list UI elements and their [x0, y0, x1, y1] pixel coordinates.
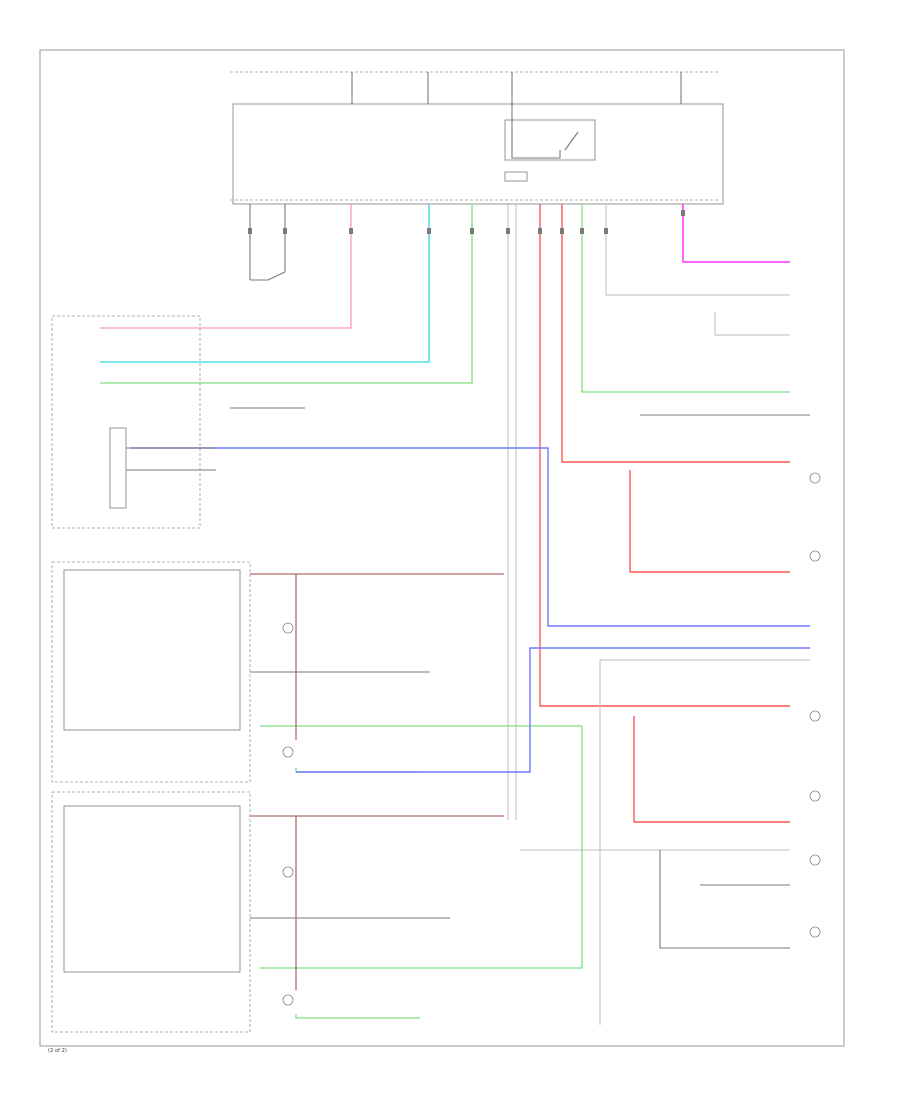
right-bulb-6 — [809, 926, 821, 938]
tail-lamp-2-bulb-b — [282, 994, 294, 1006]
right-bulb-5 — [809, 854, 821, 866]
relay-switch — [564, 131, 579, 151]
green-wire-low-2 — [295, 1014, 420, 1019]
tail-lamp-inner-2 — [63, 805, 241, 973]
right-bulb-3 — [809, 710, 821, 722]
green-wire-left-2 — [260, 726, 583, 969]
relay-feed — [511, 150, 561, 159]
gray-wire-right — [605, 204, 790, 296]
bottom-label: (2 of 2) — [48, 1048, 67, 1054]
control-module-box — [232, 103, 724, 205]
tail-lamp-1-bulb-b — [282, 746, 294, 758]
tail-lamp-1-bulb-a — [282, 622, 294, 634]
green-wire-short — [100, 204, 473, 384]
relay-box — [504, 119, 596, 161]
blue-wire-1 — [130, 447, 810, 627]
pink-wire — [100, 204, 352, 329]
right-bulb-2 — [809, 550, 821, 562]
red-wire-4 — [633, 716, 790, 823]
red-wire-3 — [629, 470, 790, 573]
tail-lamp-2-bulb-a — [282, 866, 294, 878]
black-wire-right-4 — [659, 850, 790, 949]
cyan-wire — [100, 204, 430, 363]
gray-wire-mid — [714, 312, 790, 336]
connector-markers — [248, 210, 685, 234]
magenta-wire — [682, 204, 790, 263]
red-wire-1 — [539, 204, 790, 707]
green-wire-long — [581, 204, 790, 393]
left-connector-stack — [109, 427, 127, 509]
tail-lamp-inner-1 — [63, 569, 241, 731]
red-wire-2 — [561, 204, 790, 463]
right-bulb-4 — [809, 790, 821, 802]
tail-lamp-assembly-2 — [51, 791, 251, 1033]
module-connector — [504, 171, 528, 182]
blue-wire-2 — [296, 647, 810, 773]
pin-join — [250, 271, 286, 281]
right-bulb-1 — [809, 472, 821, 484]
diagram-frame — [39, 49, 845, 1047]
tail-lamp-assembly-1 — [51, 561, 251, 783]
